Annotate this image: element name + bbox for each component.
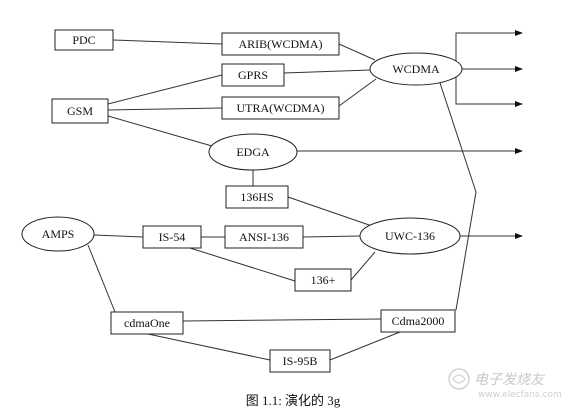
node-edga: EDGA [208, 133, 298, 171]
node-arib-label: ARIB(WCDMA) [239, 37, 323, 51]
edge-arib-to-wcdma [338, 43, 376, 61]
node-wcdma-label: WCDMA [392, 62, 440, 76]
edge-p136-to-uwc136 [350, 251, 376, 281]
node-ansi136-box [224, 225, 304, 249]
watermark-logo-swirl [452, 374, 466, 384]
watermark-url: www.elecfans.com [478, 390, 562, 400]
edge-gsm-to-gprs [107, 74, 223, 105]
node-is54-box [142, 225, 202, 249]
node-gprs-box [221, 63, 285, 87]
edge-hs136-to-uwc136 [287, 196, 373, 227]
edge-is54-to-p136 [189, 247, 296, 282]
node-edga-ellipse [208, 133, 298, 171]
edge-gsm-to-utra [107, 107, 223, 111]
edge-is95b-to-cdma2000 [329, 331, 401, 361]
nodes-layer: PDC ARIB(WCDMA) GPRS GSM UTRA(WCDMA) WCDMA EDG… [21, 29, 463, 373]
edge-amps-to-is54 [93, 234, 144, 238]
node-cdma2000-label: Cdma2000 [392, 314, 445, 328]
watermark-logo-icon [448, 368, 470, 390]
node-gsm-label: GSM [67, 104, 93, 118]
node-is95b: IS-95B [269, 349, 331, 373]
edges-layer [87, 39, 477, 361]
node-utra-box [221, 96, 340, 120]
node-gsm: GSM [51, 98, 109, 124]
node-utra-label: UTRA(WCDMA) [237, 101, 325, 115]
wcdma-fanout-bottom [455, 69, 520, 105]
edge-wcdma-to-cdma2000 [439, 82, 477, 311]
node-hs136-box [225, 185, 289, 209]
node-wcdma-ellipse [369, 52, 463, 86]
edge-gprs-to-wcdma [283, 69, 371, 74]
edge-cdmaone-to-cdma2000 [182, 318, 382, 322]
node-wcdma: WCDMA [369, 52, 463, 86]
node-is54-label: IS-54 [159, 230, 186, 244]
node-ansi136: ANSI-136 [224, 225, 304, 249]
node-gprs-label: GPRS [238, 68, 268, 82]
node-edga-label: EDGA [236, 145, 270, 159]
node-uwc136: UWC-136 [359, 217, 461, 255]
edge-cdmaone-to-is95b [147, 333, 271, 361]
node-amps: AMPS [21, 216, 95, 252]
node-cdmaone: cdmaOne [110, 311, 184, 335]
node-is95b-box [269, 349, 331, 373]
node-gsm-box [51, 98, 109, 124]
node-p136: 136+ [294, 268, 352, 292]
node-uwc136-label: UWC-136 [385, 229, 435, 243]
node-utra: UTRA(WCDMA) [221, 96, 340, 120]
figure-caption: 图 1.1: 演化的 3g [246, 393, 341, 408]
node-is54: IS-54 [142, 225, 202, 249]
node-cdma2000-box [380, 309, 456, 333]
edge-utra-to-wcdma [338, 78, 377, 107]
node-hs136-label: 136HS [240, 190, 273, 204]
node-arib: ARIB(WCDMA) [221, 32, 340, 56]
node-is95b-label: IS-95B [283, 354, 318, 368]
node-arib-box [221, 32, 340, 56]
node-pdc-box [54, 29, 114, 51]
node-p136-label: 136+ [311, 273, 336, 287]
node-gprs: GPRS [221, 63, 285, 87]
watermark-text: 电子发烧友 [474, 372, 546, 388]
edge-pdc-to-arib [112, 39, 223, 45]
node-p136-box [294, 268, 352, 292]
node-cdmaone-box [110, 311, 184, 335]
node-pdc-label: PDC [72, 33, 95, 47]
node-pdc: PDC [54, 29, 114, 51]
outputs-layer [297, 30, 523, 239]
node-hs136: 136HS [225, 185, 289, 209]
node-cdma2000: Cdma2000 [380, 309, 456, 333]
edge-gsm-to-edga [107, 115, 213, 147]
node-cdmaone-label: cdmaOne [124, 316, 170, 330]
edge-amps-to-cdmaone [87, 244, 116, 313]
edge-ansi136-to-uwc136 [302, 235, 361, 238]
node-ansi136-label: ANSI-136 [239, 230, 289, 244]
node-amps-ellipse [21, 216, 95, 252]
watermark: 电子发烧友 www.elecfans.com [448, 368, 562, 400]
node-amps-label: AMPS [42, 227, 75, 241]
wcdma-fanout-top [455, 32, 520, 70]
node-uwc136-ellipse [359, 217, 461, 255]
